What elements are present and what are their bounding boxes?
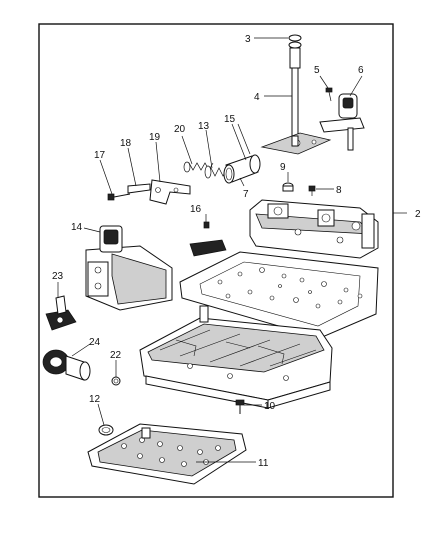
leader-lines [57,37,363,463]
callout-4: 4 [254,92,260,103]
callout-10: 10 [264,401,276,412]
callout-23: 23 [52,271,64,282]
separator-plate-holes [217,267,363,309]
diagram-frame [38,23,394,498]
part-24-solenoid [42,349,91,381]
callout-2: 2 [415,209,421,220]
callout-17: 17 [94,150,106,161]
callout-20: 20 [174,124,186,135]
part-9-plug [282,182,294,192]
part-17-bolt [107,193,131,201]
part-11-oil-filter [87,423,247,485]
callout-8: 8 [336,185,342,196]
callout-12: 12 [89,394,101,405]
callout-14: 14 [71,222,83,233]
part-5-screw [325,87,333,102]
callout-13: 13 [198,121,210,132]
callout-15: 15 [224,114,236,125]
callout-22: 22 [110,350,122,361]
part-3-oring [288,34,302,49]
part-12-seal [98,424,114,436]
part-19-bracket [149,179,191,205]
part-14-solenoid-pack [85,225,173,311]
callout-3: 3 [245,34,251,45]
callout-24: 24 [89,337,101,348]
part-6-position-sensor [319,93,365,151]
separator-plate [179,251,379,339]
callout-6: 6 [358,65,364,76]
part-4-manual-shaft [260,47,332,155]
callout-11: 11 [258,458,269,469]
callouts: 3 5 6 4 15 20 13 19 18 17 9 8 7 2 16 14 … [52,34,421,469]
part-16-retainer [189,221,227,257]
callout-9: 9 [280,162,286,173]
callout-18: 18 [120,138,132,149]
part-10-bolt [235,399,245,414]
callout-5: 5 [314,65,320,76]
callout-7: 7 [243,189,249,200]
callout-19: 19 [149,132,161,143]
part-2-upper-valve-body [249,199,379,259]
part-22-oring [111,376,121,386]
part-18-lever [127,183,151,194]
part-8-screw [308,185,316,196]
part-15-sleeve [223,154,261,184]
part-23-sensor [45,295,77,331]
callout-16: 16 [190,204,202,215]
